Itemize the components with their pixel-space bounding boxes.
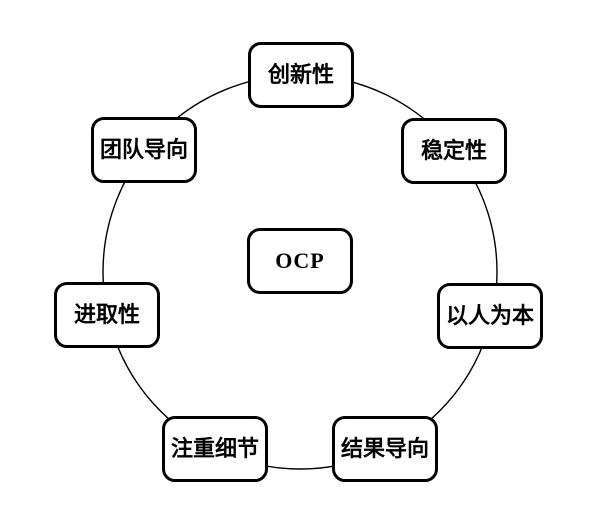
node-attention-to-detail-label: 注重细节 <box>170 436 259 461</box>
node-stability-label: 稳定性 <box>420 138 487 163</box>
node-enterprising: 进取性 <box>54 282 160 348</box>
node-team-orientation-label: 团队导向 <box>99 137 188 162</box>
node-ocp-center-label: OCP <box>275 248 325 273</box>
node-attention-to-detail: 注重细节 <box>162 416 268 482</box>
node-innovation: 创新性 <box>248 42 354 108</box>
node-stability: 稳定性 <box>401 118 507 184</box>
node-result-orientation: 结果导向 <box>332 416 438 482</box>
node-result-orientation-label: 结果导向 <box>340 436 429 461</box>
node-ocp-center: OCP <box>247 228 353 294</box>
node-people-oriented-label: 以人为本 <box>445 303 534 328</box>
node-team-orientation: 团队导向 <box>91 117 197 183</box>
node-enterprising-label: 进取性 <box>73 302 140 327</box>
node-innovation-label: 创新性 <box>267 62 334 87</box>
node-people-oriented: 以人为本 <box>437 283 543 349</box>
